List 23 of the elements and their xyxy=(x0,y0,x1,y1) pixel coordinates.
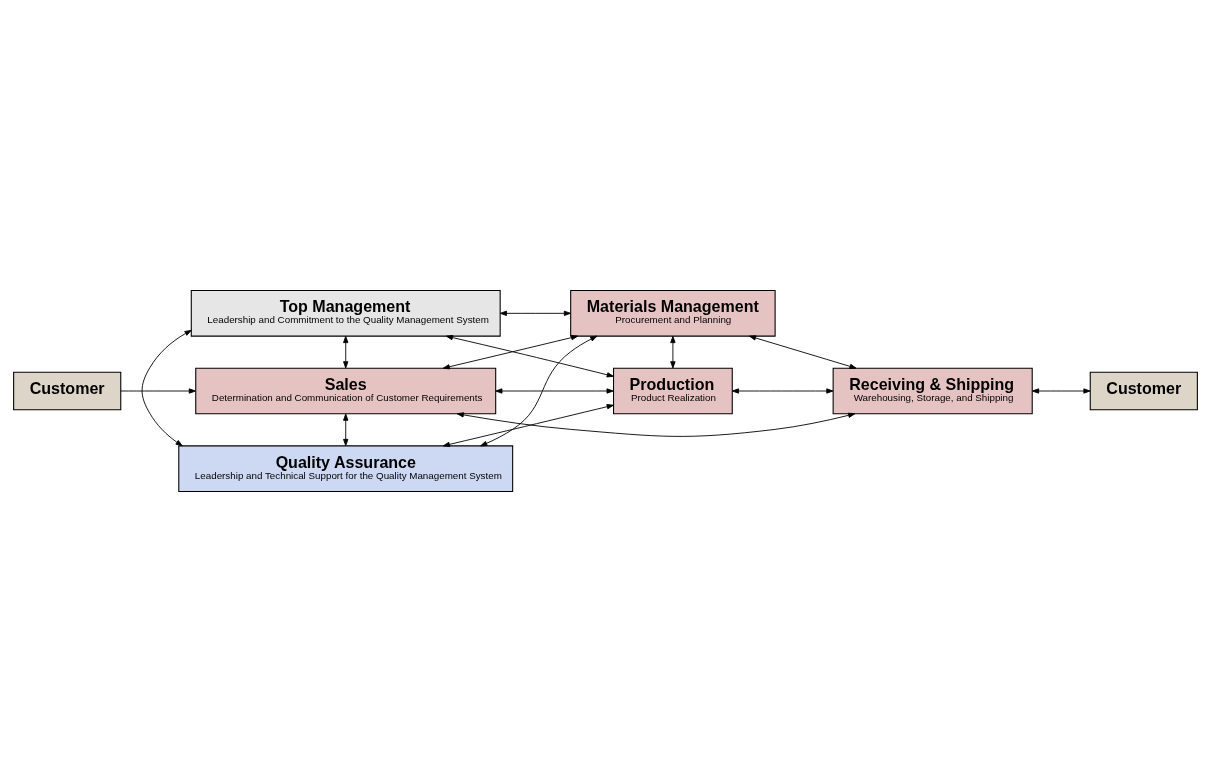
node-box: Quality Assurance Leadership and Technical Support for the Quality Management System xyxy=(178,445,514,492)
arrow xyxy=(343,335,349,369)
node-box: Production Product Realization xyxy=(613,367,733,415)
arrow xyxy=(456,412,856,437)
arrow xyxy=(731,388,834,394)
node-box: Customer xyxy=(13,371,122,411)
node-box: Top Management Leadership and Commitment to the Quality Management System xyxy=(190,290,501,337)
arrow xyxy=(120,388,196,394)
arrow xyxy=(442,335,579,370)
arrow xyxy=(495,388,614,394)
arrow xyxy=(445,334,614,378)
arrow xyxy=(480,335,598,447)
node-box: Materials Management Procurement and Planning xyxy=(570,290,776,337)
node-box: Sales Determination and Communication of Customer Requirements xyxy=(195,367,497,415)
arrow xyxy=(499,310,571,316)
arrow xyxy=(1031,388,1091,394)
arrow xyxy=(749,335,857,369)
arrow xyxy=(442,404,614,447)
arrow xyxy=(141,329,192,447)
node-box: Customer xyxy=(1089,371,1198,411)
arrow xyxy=(670,335,676,369)
node-box: Receiving & Shipping Warehousing, Storage, and Shipping xyxy=(832,367,1033,415)
arrow xyxy=(343,413,349,447)
